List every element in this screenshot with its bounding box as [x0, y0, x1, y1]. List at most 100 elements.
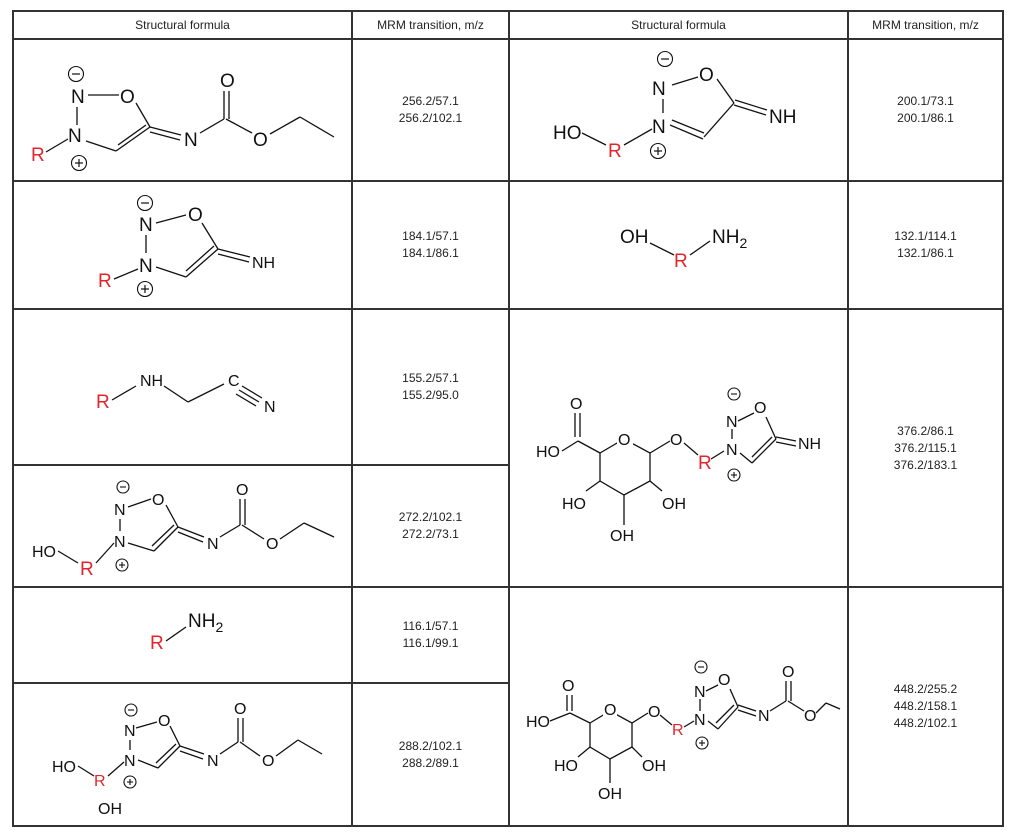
svg-text:C: C — [228, 373, 240, 390]
mrm-cell: 155.2/57.1 155.2/95.0 — [351, 308, 510, 466]
svg-text:O: O — [158, 713, 170, 730]
svg-text:OH: OH — [620, 227, 649, 248]
svg-text:HO: HO — [553, 123, 582, 144]
svg-text:N: N — [694, 684, 706, 701]
svg-text:N: N — [207, 536, 219, 553]
svg-text:OH: OH — [662, 496, 686, 513]
svg-text:O: O — [562, 678, 574, 695]
header-structural-formula: Structural formula — [508, 10, 849, 40]
mrm-transition-value: 256.2/57.1 — [402, 94, 459, 108]
structure-cell: N O N NH R — [12, 180, 353, 310]
svg-text:O: O — [618, 432, 630, 449]
structure-ethyl-carbamate-sydnone-imine-R-icon: R N N O N — [31, 65, 334, 172]
table-row: R NH C N 155.2/57.1 155.2/95.0 O — [12, 308, 1004, 588]
structure-R-aminoacetonitrile-icon: R NH C N — [96, 373, 276, 416]
svg-text:HO: HO — [554, 758, 578, 775]
svg-text:NH2: NH2 — [712, 227, 747, 251]
svg-text:NH: NH — [140, 373, 163, 390]
mrm-cell: 272.2/102.1 272.2/73.1 — [351, 464, 510, 588]
svg-text:N: N — [758, 708, 770, 725]
svg-text:O: O — [699, 65, 714, 86]
structure-HO-R-amine-icon: OH R NH2 — [620, 227, 747, 272]
svg-text:HO: HO — [562, 496, 586, 513]
svg-text:O: O — [236, 482, 248, 499]
structure-cell: N O N N O — [12, 682, 353, 827]
svg-text:HO: HO — [52, 759, 76, 776]
mrm-transition-value: 376.2/86.1 — [897, 423, 954, 438]
svg-text:HO: HO — [526, 714, 550, 731]
mrm-transition-table: Structural formula MRM transition, m/z S… — [12, 10, 1004, 827]
svg-text:O: O — [220, 71, 235, 92]
svg-text:N: N — [726, 414, 738, 431]
mrm-transition-value: 448.2/102.1 — [893, 716, 958, 730]
svg-text:N: N — [124, 723, 136, 740]
mrm-cell: 256.2/57.1 256.2/102.1 — [351, 38, 510, 182]
mrm-transition-value: 155.2/57.1 — [402, 371, 459, 385]
structure-sydnone-imine-R-icon: N O N NH R — [98, 194, 275, 298]
mrm-cell: 116.1/57.1 116.1/99.1 — [351, 586, 510, 684]
header-structural-formula: Structural formula — [12, 10, 353, 40]
svg-text:N: N — [652, 79, 666, 100]
svg-text:O: O — [782, 664, 794, 681]
svg-text:R: R — [698, 453, 712, 474]
mrm-cell: 200.1/73.1 200.1/86.1 — [847, 38, 1004, 182]
structure-dihydroxy-R-ethyl-carbamate-sydnone-imine-icon: N O N N O — [52, 701, 322, 818]
mrm-cell: 448.2/255.2 448.2/158.1 448.2/102.1 — [847, 586, 1004, 827]
svg-text:OH: OH — [598, 786, 622, 803]
svg-text:O: O — [648, 704, 660, 721]
table-row: R N N O N — [12, 38, 1004, 182]
svg-text:O: O — [570, 396, 582, 413]
svg-text:N: N — [139, 256, 153, 277]
mrm-transition-value: 272.2/102.1 — [398, 510, 463, 524]
svg-text:NH: NH — [769, 107, 796, 128]
structure-glucuronide-R-ethyl-carbamate-sydnone-imine-icon: O HO O O R N N — [526, 659, 840, 803]
mrm-transition-value: 448.2/158.1 — [893, 699, 958, 713]
svg-text:O: O — [234, 701, 246, 718]
structure-R-amine-icon: R NH2 — [150, 611, 223, 654]
svg-text:O: O — [754, 400, 766, 417]
svg-text:O: O — [804, 708, 816, 725]
header-mrm-transition: MRM transition, m/z — [847, 10, 1004, 40]
svg-text:NH: NH — [252, 255, 275, 272]
svg-text:R: R — [31, 145, 45, 166]
mrm-transition-value: 376.2/183.1 — [893, 457, 958, 472]
mrm-transition-value: 184.1/57.1 — [402, 229, 459, 243]
svg-text:N: N — [694, 712, 706, 729]
mrm-cell: 184.1/57.1 184.1/86.1 — [351, 180, 510, 310]
svg-text:N: N — [264, 399, 276, 416]
svg-text:OH: OH — [642, 758, 666, 775]
svg-text:HO: HO — [536, 444, 560, 461]
mrm-transition-value: 200.1/86.1 — [897, 111, 954, 125]
structure-HO-R-ethyl-carbamate-sydnone-imine-icon: N O N N O — [32, 480, 334, 580]
mrm-transition-value: 288.2/89.1 — [402, 755, 459, 770]
svg-text:N: N — [139, 215, 153, 236]
header-mrm-transition: MRM transition, m/z — [351, 10, 510, 40]
structure-cell: R N N O N — [12, 38, 353, 182]
mrm-cell: 376.2/86.1 376.2/115.1 376.2/183.1 — [847, 308, 1004, 588]
mrm-transition-value: 132.1/114.1 — [894, 229, 957, 243]
svg-text:O: O — [604, 702, 616, 719]
svg-text:NH: NH — [798, 436, 821, 453]
svg-text:HO: HO — [32, 544, 56, 561]
svg-text:O: O — [718, 672, 730, 689]
mrm-transition-value: 256.2/102.1 — [398, 111, 463, 125]
structure-cell: O HO O O R N N — [508, 586, 849, 827]
table-row: R NH2 116.1/57.1 116.1/99.1 O HO — [12, 586, 1004, 827]
structure-cell: O HO O O R N N — [508, 308, 849, 588]
svg-text:OH: OH — [610, 528, 634, 545]
svg-text:R: R — [80, 559, 94, 580]
table-row: N O N NH R 184.1/57 — [12, 180, 1004, 310]
mrm-transition-value: 288.2/102.1 — [398, 738, 463, 753]
mrm-transition-value: 132.1/86.1 — [897, 246, 954, 260]
svg-text:R: R — [672, 722, 684, 739]
svg-text:O: O — [188, 205, 203, 226]
structure-cell: N O N N O — [12, 464, 353, 588]
svg-text:O: O — [262, 753, 274, 770]
mrm-transition-value: 116.1/99.1 — [402, 636, 459, 650]
svg-text:O: O — [670, 432, 682, 449]
mrm-cell: 132.1/114.1 132.1/86.1 — [847, 180, 1004, 310]
structure-cell: OH R NH2 — [508, 180, 849, 310]
svg-text:N: N — [124, 753, 136, 770]
svg-text:R: R — [674, 251, 688, 272]
svg-text:N: N — [726, 442, 738, 459]
